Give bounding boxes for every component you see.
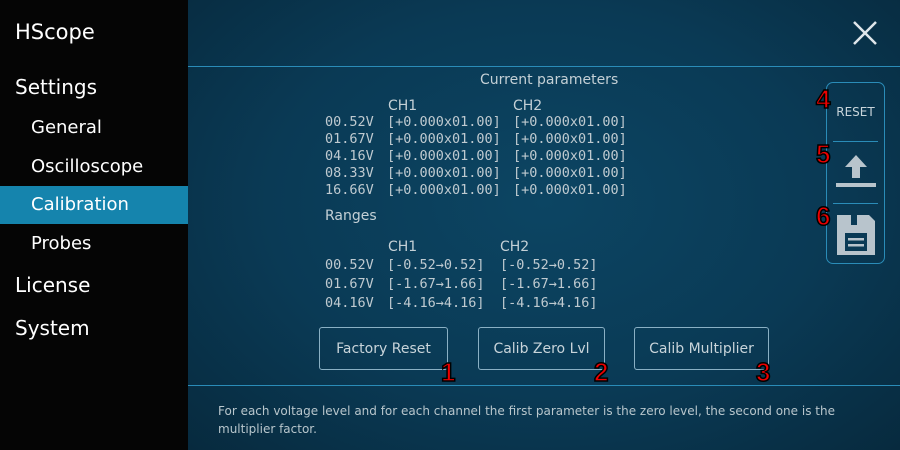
ch2-header: CH2 [513, 98, 543, 114]
param-v: 01.67V [325, 131, 374, 147]
sidebar-section-settings[interactable]: Settings [15, 75, 98, 99]
param-v: 04.16V [325, 148, 374, 164]
annotation-6: 6 [815, 200, 831, 232]
param-c1: [+0.000x01.00] [387, 165, 501, 181]
param-v: 08.33V [325, 165, 374, 181]
sidebar-section-license[interactable]: License [15, 273, 91, 297]
calibration-panel: Current parameters CH1 CH2 00.52V [+0.000… [188, 0, 900, 450]
ch1-header: CH1 [388, 98, 418, 114]
sidebar: HScope Settings General Oscilloscope Cal… [0, 0, 188, 450]
param-c2: [+0.000x01.00] [513, 148, 627, 164]
current-parameters-title: Current parameters [480, 72, 619, 88]
range-c1: [-0.52→0.52] [387, 257, 485, 273]
factory-reset-button[interactable]: Factory Reset [319, 327, 448, 370]
range-c2: [-1.67→1.66] [500, 276, 598, 292]
close-icon[interactable] [852, 20, 878, 46]
reset-label: RESET [836, 105, 875, 119]
param-c1: [+0.000x01.00] [387, 131, 501, 147]
param-c2: [+0.000x01.00] [513, 182, 627, 198]
param-c1: [+0.000x01.00] [387, 182, 501, 198]
annotation-4: 4 [815, 83, 831, 115]
param-c1: [+0.000x01.00] [387, 114, 501, 130]
range-v: 00.52V [325, 257, 374, 273]
annotation-5: 5 [815, 138, 831, 170]
ranges-ch2-header: CH2 [500, 239, 530, 255]
app-title: HScope [15, 20, 95, 44]
sidebar-item-probes[interactable]: Probes [31, 233, 92, 254]
calib-multiplier-button[interactable]: Calib Multiplier [634, 327, 769, 370]
range-c2: [-4.16→4.16] [500, 295, 598, 311]
param-c2: [+0.000x01.00] [513, 165, 627, 181]
range-c2: [-0.52→0.52] [500, 257, 598, 273]
sidebar-section-system[interactable]: System [15, 316, 90, 340]
divider [833, 203, 878, 204]
param-c1: [+0.000x01.00] [387, 148, 501, 164]
param-c2: [+0.000x01.00] [513, 114, 627, 130]
range-v: 01.67V [325, 276, 374, 292]
divider [833, 141, 878, 142]
range-v: 04.16V [325, 295, 374, 311]
annotation-1: 1 [440, 356, 456, 388]
help-text: For each voltage level and for each chan… [218, 404, 835, 436]
divider [188, 385, 900, 386]
sidebar-item-oscilloscope[interactable]: Oscilloscope [31, 156, 144, 177]
sidebar-item-general[interactable]: General [31, 117, 102, 138]
upload-icon[interactable] [833, 151, 879, 191]
ranges-ch1-header: CH1 [388, 239, 418, 255]
annotation-3: 3 [755, 356, 771, 388]
ranges-title: Ranges [325, 208, 377, 224]
divider [188, 66, 900, 67]
range-c1: [-1.67→1.66] [387, 276, 485, 292]
annotation-2: 2 [593, 356, 609, 388]
param-v: 16.66V [325, 182, 374, 198]
sidebar-item-calibration[interactable]: Calibration [0, 186, 188, 224]
calib-zero-level-button[interactable]: Calib Zero Lvl [478, 327, 605, 370]
param-v: 00.52V [325, 114, 374, 130]
param-c2: [+0.000x01.00] [513, 131, 627, 147]
range-c1: [-4.16→4.16] [387, 295, 485, 311]
reset-button[interactable]: RESET [827, 83, 884, 141]
action-panel: RESET [826, 82, 885, 264]
save-icon[interactable] [835, 211, 877, 257]
